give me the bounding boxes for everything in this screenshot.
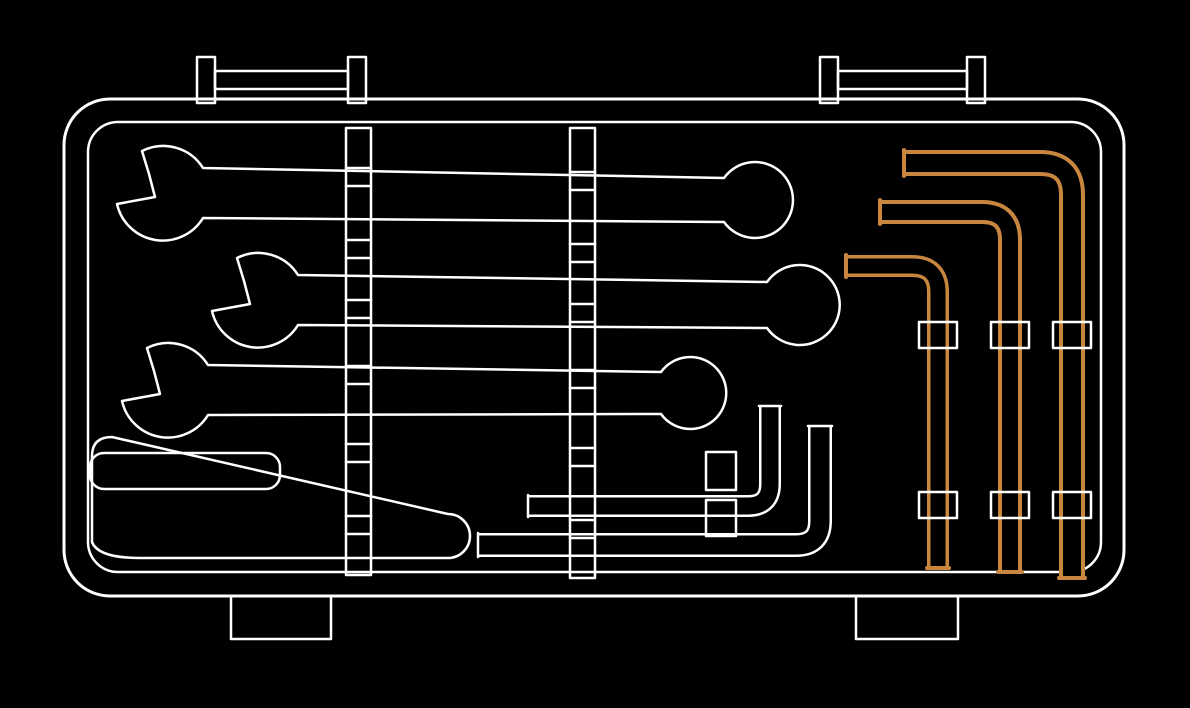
case-foot-right [854, 594, 960, 641]
tray-slot [88, 451, 282, 491]
combination-wrench-top [115, 144, 795, 242]
latch-bar [836, 69, 969, 91]
case-latch-left [195, 55, 368, 105]
latch-post [818, 55, 840, 105]
retainer-rail-right [568, 126, 597, 580]
hex-key-core [528, 406, 779, 515]
retainer-clip [704, 450, 738, 492]
wrench-set [115, 144, 841, 439]
case-outer-outline [62, 97, 1126, 598]
latch-post [346, 55, 368, 105]
hex-key-core [846, 258, 946, 568]
hex-key-accent-large [902, 148, 1087, 580]
combination-wrench-middle [210, 251, 841, 349]
latch-post [195, 55, 217, 105]
hex-key-core [880, 204, 1018, 572]
hex-key-core [478, 426, 830, 555]
hex-key-white-large [476, 424, 834, 559]
retainer-clip [1051, 490, 1093, 520]
rail-body [568, 126, 597, 580]
case-latch-right [818, 55, 987, 105]
hex-key-retainer-clips [917, 320, 1093, 520]
hex-key-accent-small [844, 253, 951, 570]
hex-key-body [846, 255, 949, 568]
combination-wrench-bottom [120, 341, 728, 439]
hex-key-accent-medium [878, 198, 1024, 574]
pry-bar [90, 435, 472, 560]
latch-bar [213, 69, 350, 91]
rail-body [344, 126, 373, 577]
retainer-clip [989, 320, 1031, 350]
retainer-clip [989, 490, 1031, 520]
retainer-clip [917, 320, 959, 350]
hex-key-mid-clips [704, 450, 738, 538]
retainer-clip [1051, 320, 1093, 350]
retainer-rail-left [344, 126, 373, 577]
retainer-clip [704, 498, 738, 538]
hex-key-white-small [526, 404, 783, 519]
pry-bar-group [88, 435, 472, 560]
retainer-clip [917, 490, 959, 520]
hex-key-core [904, 154, 1081, 578]
latch-post [965, 55, 987, 105]
case-foot-left [229, 594, 333, 641]
